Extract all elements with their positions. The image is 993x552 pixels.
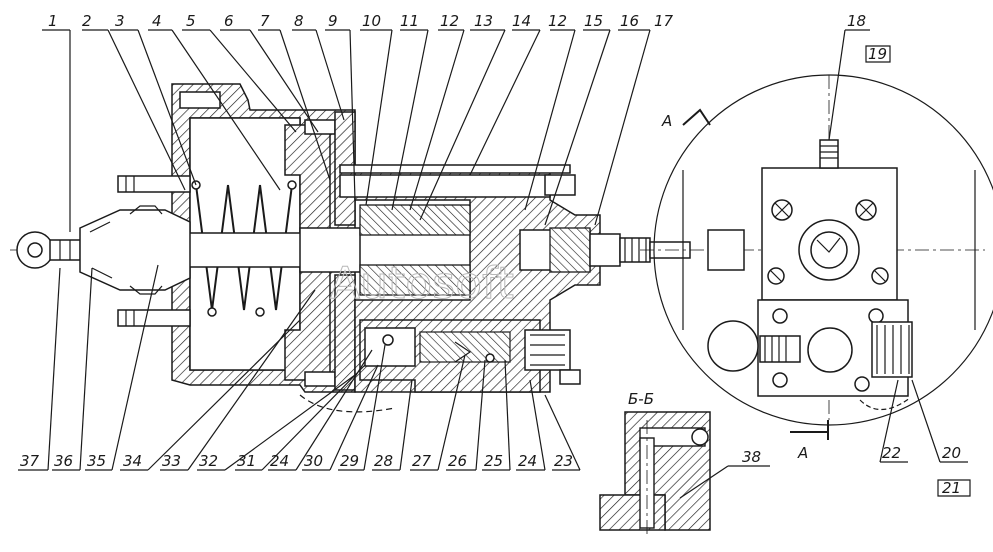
part-label: 36: [54, 452, 73, 470]
watermark: Autosoft: [330, 258, 514, 309]
part-label: 7: [260, 12, 270, 30]
view-label-bottom: А: [797, 444, 808, 462]
part-label: 9: [328, 12, 338, 30]
part-labels-top: 1 2 3 4 5 6 7 8 9 10 11 12 13 14 12 15 1…: [48, 12, 674, 30]
part-label: 15: [584, 12, 603, 30]
part-label: 14: [512, 12, 531, 30]
part-label: 3: [115, 12, 125, 30]
part-label: 17: [654, 12, 674, 30]
part-label: 27: [412, 452, 432, 470]
leader-lines: [18, 29, 971, 499]
part-label: 2: [82, 12, 92, 30]
part-label: 5: [186, 12, 196, 30]
part-label: 35: [87, 452, 106, 470]
part-labels-right: 18 19 22 20 21 38: [742, 12, 961, 497]
part-labels-bottom: 37 36 35 34 33 32 31 24 30 29 28 27 26 2…: [20, 452, 573, 470]
view-label-top: А: [661, 112, 672, 130]
section-b-b: [599, 411, 711, 535]
part-label: 8: [294, 12, 304, 30]
part-label: 12: [548, 12, 567, 30]
section-label: Б-Б: [628, 390, 654, 408]
part-label: 18: [847, 12, 866, 30]
bolts: [767, 199, 889, 285]
part-label: 33: [162, 452, 181, 470]
part-label: 11: [400, 12, 419, 30]
part-label: 26: [448, 452, 467, 470]
part-label: 31: [237, 452, 256, 470]
part-label: 30: [304, 452, 323, 470]
part-label: 24: [518, 452, 537, 470]
part-label: 19: [868, 45, 887, 63]
main-section-view: [10, 83, 691, 413]
part-label: 10: [362, 12, 381, 30]
part-label: 38: [742, 448, 761, 466]
part-label: 24: [270, 452, 289, 470]
part-label: 6: [224, 12, 234, 30]
part-label: 29: [340, 452, 359, 470]
part-label: 25: [484, 452, 503, 470]
part-label: 16: [620, 12, 639, 30]
part-label: 28: [374, 452, 393, 470]
part-label: 23: [554, 452, 573, 470]
end-view-a: [640, 74, 993, 440]
part-label: 34: [123, 452, 142, 470]
part-label: 12: [440, 12, 459, 30]
part-label: 20: [942, 444, 961, 462]
part-label: 22: [882, 444, 901, 462]
part-label: 37: [20, 452, 40, 470]
part-label: 13: [474, 12, 493, 30]
part-label: 1: [48, 12, 58, 30]
part-label: 21: [942, 479, 961, 497]
part-label: 32: [199, 452, 218, 470]
part-label: 4: [152, 12, 162, 30]
